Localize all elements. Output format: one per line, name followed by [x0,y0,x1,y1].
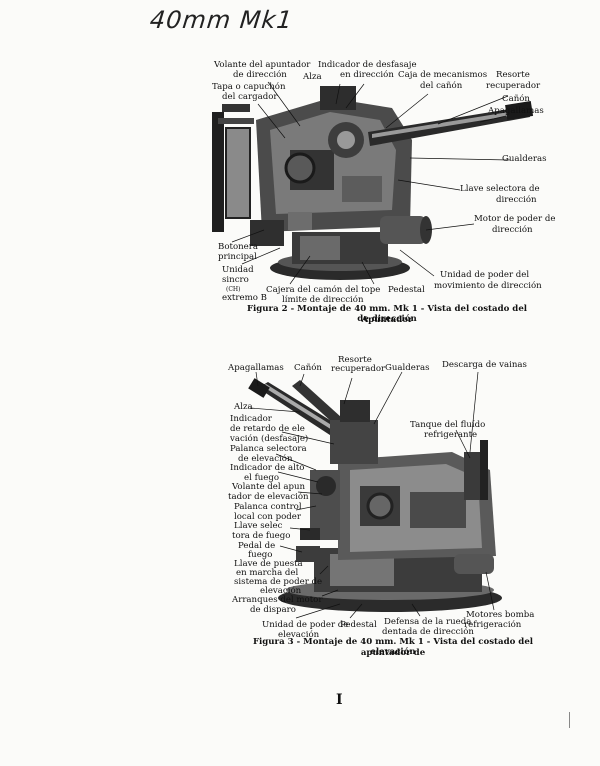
fig3-label-unidad-poder-line2: elevación [278,630,320,640]
fig3-label-palanca-sel-line2: de elevación [238,454,293,464]
fig2-label-cajera-line2: límite de dirección [282,295,364,305]
fig2-label-unidad-line4: extremo B [222,293,267,303]
fig3-label-gualderas: Gualderas [385,363,430,373]
fig2-label-resorte-line2: recuperador [486,81,541,91]
page-number: I [336,692,343,708]
fig2-label-llave-line1: Llave selectora de [460,184,540,194]
fig3-label-indicador-line1: Indicador [230,414,272,424]
fig3-label-palanca-ctrl-line2: local con poder [234,512,301,522]
fig2-label-unidad-poder-line2: movimiento de dirección [434,281,542,291]
fig3-label-palanca-sel-line1: Palanca selectora [230,444,307,454]
fig2-label-unidad-poder-line1: Unidad de poder del [440,270,530,280]
fig2-label-volante-line1: Volante del apuntador [214,60,311,70]
fig3-label-indicador-line2: de retardo de ele [230,424,305,434]
fig2-label-caja-line1: Caja de mecanismos [398,70,488,80]
fig2-label-caja-line2: del cañón [420,81,463,91]
fig3-label-motores-line1: Motores bomba [466,610,535,620]
fig3-label-llave-sel-line2: tora de fuego [232,531,291,541]
fig3-label-defensa-line2: dentada de dirección [382,627,474,637]
fig2-label-unidad-line3: (CH) [226,286,241,293]
fig3-label-resorte-line2: recuperador [331,364,386,374]
fig3-label-apagallamas: Apagallamas [228,363,284,373]
fig3-label-alza: Alza [234,402,253,412]
fig3-label-palanca-ctrl-line1: Palanca control [234,502,302,512]
fig3-label-tanque-line2: refrigerante [424,430,478,440]
fig2-label-pedestal: Pedestal [388,285,425,295]
fig3-label-volante-line2: tador de elevación [228,492,309,502]
fig2-label-motor-line2: dirección [492,225,533,235]
fig3-caption-line1: Figura 3 - Montaje de 40 mm. Mk 1 - Vist… [252,637,534,658]
fig2-label-canon: Cañón [502,94,530,104]
fig3-label-descarga: Descarga de vainas [442,360,527,370]
fig2-label-tapa-line2: del cargador [222,92,278,102]
fig2-caption-line1: Figura 2 - Montaje de 40 mm. Mk 1 - Vist… [246,304,528,325]
fig3-label-llave-puesta-line3: sistema de poder de [234,577,323,587]
margin-mark [569,712,570,728]
fig2-label-alza: Alza [303,72,322,82]
fig3-label-pedal-line1: Pedal de [238,541,276,551]
fig3-label-volante-line1: Volante del apun [232,482,306,492]
fig3-label-arranques-line2: de disparo [250,605,296,615]
fig3-label-pedestal: Pedestal [340,620,377,630]
fig2-label-llave-line2: dirección [496,195,537,205]
fig3-label-llave-puesta-line1: Llave de puesta [234,559,303,569]
fig2-label-gualderas: Gualderas [502,154,547,164]
fig2-label-unidad-line2: sincro [222,275,249,285]
fig2-label-botonera-line2: principal [218,252,257,262]
fig3-label-llave-puesta-line2: en marcha del [236,568,299,578]
fig3-caption-line2: elevación [370,647,416,657]
fig2-label-tapa-line1: Tapa o capuchón [212,82,286,92]
fig2-label-apagallamas: Apagallamas [488,106,544,116]
fig2-label-volante-line2: de dirección [233,70,287,80]
fig3-label-indicador-alto-line2: el fuego [244,473,280,483]
fig3-label-tanque-line1: Tanque del fluído [410,420,486,430]
fig3-label-llave-sel-line1: Llave selec [234,521,283,531]
fig2-caption-line2: de dirección [357,314,417,324]
fig3-label-defensa-line1: Defensa de la rueda [384,617,472,627]
fig2-label-indicador-line2: en dirección [340,70,394,80]
fig3-label-pedal-line2: fuego [248,550,273,560]
fig2-label-motor-line1: Motor de poder de [474,214,556,224]
fig2-label-resorte-line1: Resorte [496,70,530,80]
fig3-label-indicador-line3: vación (desfasaje) [230,434,309,444]
fig2-label-botonera-line1: Botonera [218,242,258,252]
fig3-label-unidad-poder-line1: Unidad de poder de [262,620,349,630]
fig3-label-motores-line2: refrigeración [464,620,522,630]
fig3-label-resorte-line1: Resorte [338,355,372,365]
fig2-label-indicador-line1: Indicador de desfasaje [318,60,417,70]
fig2-label-unidad-line1: Unidad [222,265,254,275]
fig2-label-cajera-line1: Cajera del camón del tope [266,285,381,295]
fig3-label-arranques-line1: Arranques del motor [232,595,323,605]
fig3-label-canon: Cañón [294,363,322,373]
fig3-label-llave-puesta-line4: elevación [260,586,302,596]
fig3-label-indicador-alto-line1: Indicador de alto [230,463,305,473]
